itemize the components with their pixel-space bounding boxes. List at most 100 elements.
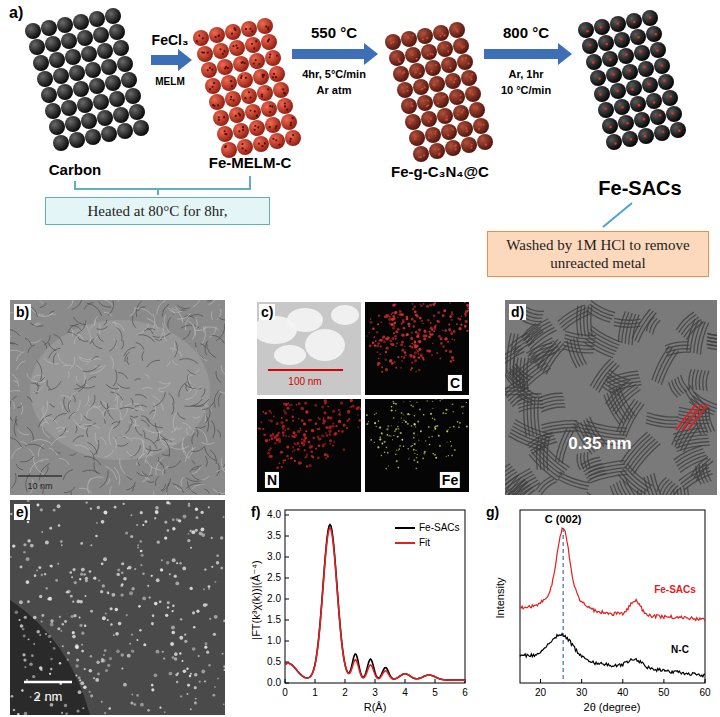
single-atom-dot — [26, 679, 28, 681]
particle-dot — [435, 64, 437, 66]
lattice-fringe — [626, 477, 639, 495]
lattice-fringe — [64, 397, 69, 413]
particle-dot — [472, 93, 474, 95]
signal-dot — [439, 358, 441, 360]
lattice-fringe — [49, 348, 61, 358]
particle-dot — [253, 47, 255, 49]
lattice-fringe — [631, 441, 658, 471]
lattice-fringe — [541, 442, 569, 468]
lattice-fringe — [27, 397, 32, 403]
signal-dot — [430, 413, 432, 415]
particle-dot — [435, 130, 437, 132]
lattice-fringe — [141, 471, 146, 475]
lattice-fringe — [646, 420, 677, 425]
sphere — [53, 135, 69, 151]
single-atom-dot — [69, 571, 72, 574]
sphere — [245, 104, 261, 120]
sphere — [578, 22, 594, 38]
sphere — [41, 87, 57, 103]
signal-dot — [420, 353, 423, 356]
signal-dot — [416, 315, 419, 318]
single-atom-dot — [12, 544, 15, 547]
lattice-fringe — [162, 304, 169, 317]
sphere — [642, 77, 658, 93]
signal-dot — [410, 445, 412, 447]
signal-dot — [303, 423, 305, 425]
lattice-fringe — [567, 341, 577, 368]
lattice-fringe — [505, 346, 521, 369]
lattice-fringe — [130, 307, 136, 316]
signal-dot — [339, 411, 341, 413]
signal-dot — [432, 408, 433, 409]
lattice-fringe — [10, 437, 22, 447]
single-atom-dot — [151, 622, 154, 625]
lattice-fringe — [135, 427, 142, 436]
lattice-fringe — [110, 487, 112, 495]
sphere — [618, 115, 634, 131]
sphere — [622, 131, 638, 147]
single-atom-dot — [179, 636, 183, 640]
lattice-fringe — [74, 334, 80, 344]
haadf-background — [257, 302, 361, 395]
lattice-fringe — [21, 403, 23, 415]
particle-dot — [261, 93, 263, 95]
particle-dot — [219, 48, 221, 50]
lattice-fringe — [644, 477, 659, 495]
signal-dot — [423, 338, 426, 341]
signal-dot — [397, 421, 399, 423]
signal-dot — [315, 448, 317, 450]
signal-dot — [439, 445, 441, 447]
lattice-fringe — [177, 314, 191, 320]
signal-dot — [438, 435, 440, 437]
sphere — [209, 94, 225, 110]
signal-dot — [285, 403, 287, 405]
signal-dot — [400, 343, 403, 346]
lattice-fringe — [92, 341, 102, 348]
signal-dot — [448, 324, 450, 326]
signal-dot — [376, 413, 377, 414]
hrtem-image — [505, 300, 717, 495]
lattice-fringe — [44, 358, 59, 364]
single-atom-dot — [589, 44, 592, 47]
particle-dot — [242, 61, 244, 63]
lattice-fringe — [511, 369, 528, 383]
signal-dot — [403, 446, 405, 448]
signal-dot — [433, 304, 436, 307]
sphere — [662, 90, 678, 106]
signal-dot — [437, 425, 438, 426]
signal-dot — [420, 304, 423, 307]
particle-dot — [292, 117, 294, 119]
signal-dot — [323, 411, 326, 414]
signal-dot — [426, 350, 428, 352]
lattice-fringe — [195, 318, 197, 328]
lattice-fringe — [172, 342, 175, 352]
lattice-fringe — [172, 308, 183, 322]
particle-dot — [480, 123, 482, 125]
signal-dot — [459, 422, 461, 424]
lattice-fringe — [168, 317, 171, 328]
signal-dot — [383, 340, 386, 343]
sphere — [81, 113, 97, 129]
lattice-fringe — [153, 491, 155, 495]
single-atom-dot — [75, 664, 78, 667]
particle-dot — [251, 43, 253, 45]
lattice-fringe — [43, 341, 47, 348]
particle-dot — [290, 122, 292, 124]
lattice-fringe — [12, 374, 19, 387]
sphere — [437, 41, 453, 57]
single-atom-dot — [223, 665, 225, 668]
sphere — [461, 137, 477, 153]
lattice-fringe — [606, 371, 638, 379]
lattice-fringe — [143, 430, 145, 437]
signal-dot — [450, 360, 452, 362]
signal-dot — [422, 357, 424, 359]
signal-dot — [435, 457, 437, 459]
particle-dot — [225, 146, 227, 148]
signal-dot — [311, 429, 314, 432]
particle-dot — [290, 138, 292, 140]
particle-dot — [392, 41, 394, 43]
particle-dot — [485, 143, 487, 145]
lattice-fringe — [588, 307, 612, 319]
lattice-fringe — [110, 356, 113, 369]
signal-dot — [338, 409, 340, 411]
